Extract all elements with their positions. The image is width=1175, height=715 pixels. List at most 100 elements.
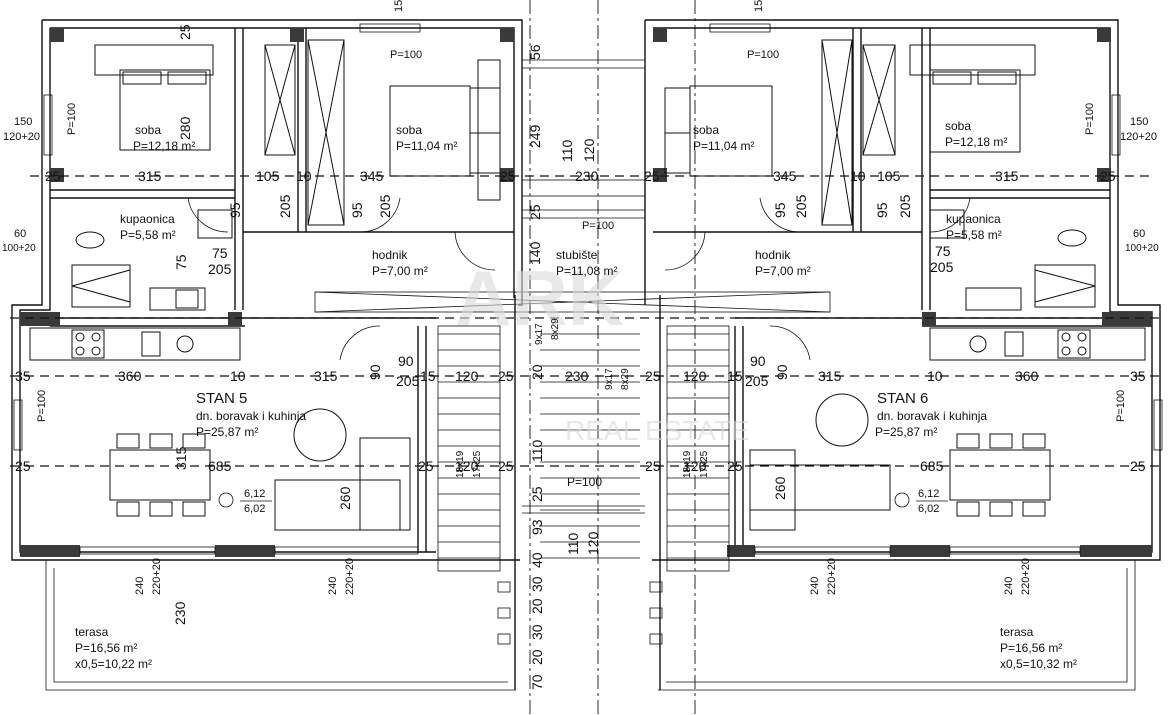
dimension: 40 <box>529 552 545 568</box>
dimension: 25 <box>418 458 434 474</box>
dimension: 345 <box>773 168 797 184</box>
window-width: 150 <box>753 0 765 12</box>
axis-lines <box>10 0 1165 715</box>
dimension: 35 <box>15 368 31 384</box>
dimension: 10 <box>927 368 943 384</box>
dimension: 315 <box>314 368 338 384</box>
dimension: 205 <box>745 373 769 389</box>
dimension: 25 <box>15 458 31 474</box>
window-height: 220+20 <box>151 558 163 595</box>
dimension: 315 <box>138 168 162 184</box>
window-mark: P=100 <box>1115 390 1127 422</box>
dimension: 25 <box>645 458 661 474</box>
dimension: 110 <box>559 139 575 162</box>
level-upper-left: 6,12 <box>244 488 265 500</box>
watermark-subtitle: REAL ESTATE <box>565 415 750 446</box>
dimension: 15 <box>420 368 436 384</box>
dimension: 260 <box>337 486 353 510</box>
dimension: 25 <box>498 458 514 474</box>
dimension: 120 <box>683 368 707 384</box>
room-area-right-bed1: P=12,18 m² <box>945 135 1007 149</box>
columns <box>20 28 1152 557</box>
dimension: 95 <box>772 202 788 218</box>
room-area-left-terrace: P=16,56 m² <box>75 641 137 655</box>
dimension: 685 <box>920 458 944 474</box>
stair-note: 17x25 <box>472 450 483 478</box>
dimension: 20 <box>529 364 545 380</box>
door-swings <box>187 197 971 361</box>
dimension: 20 <box>529 598 545 614</box>
room-area-right-terrace: P=16,56 m² <box>1000 641 1062 655</box>
dimension: 25 <box>1130 458 1146 474</box>
dimension: 25 <box>529 486 545 502</box>
room-area-left-bed1: P=12,18 m² <box>133 139 195 153</box>
dimension: 90 <box>398 353 414 369</box>
window-width: 150 <box>1130 116 1148 128</box>
room-area-left-bed2: P=11,04 m² <box>396 139 457 153</box>
window-height: 100+20 <box>2 243 36 254</box>
room-name-right-bed2: soba <box>693 123 719 137</box>
window-width: 150 <box>14 116 32 128</box>
room-name-left-living: dn. boravak i kuhinja <box>196 409 306 423</box>
window-mark: P=100 <box>747 49 779 61</box>
dimension: 15 <box>727 368 743 384</box>
dimension: 205 <box>208 261 232 277</box>
room-name-left-bed1: soba <box>135 123 161 137</box>
dimension: 205 <box>897 194 913 218</box>
room-name-left-bath: kupaonica <box>120 212 175 226</box>
stair-note: 18x19 <box>682 450 693 478</box>
dimension: 30 <box>529 576 545 592</box>
dimension-labels: 315 105 10 345 25 25 230 25 345 10 105 3… <box>15 24 1146 690</box>
dimension: 25 <box>177 24 193 40</box>
window-height: 220+20 <box>826 558 838 595</box>
dimension: 95 <box>227 202 243 218</box>
window-labels: P=100 P=100 P=100 P=100 P=100 P=100 P=10… <box>2 0 1159 595</box>
terrace-steps <box>497 581 663 645</box>
dimension: 25 <box>500 168 516 184</box>
dimension: 315 <box>173 446 189 470</box>
dimension: 75 <box>935 243 951 259</box>
dimension: 280 <box>177 116 193 140</box>
level-marks: 6,12 6,02 6,12 6,02 <box>218 488 948 515</box>
dimension: 230 <box>565 368 589 384</box>
room-name-right-bath: kupaonica <box>946 212 1001 226</box>
window-width: 150 <box>393 0 405 12</box>
stair-treads <box>438 333 729 559</box>
room-labels: soba P=12,18 m² soba P=11,04 m² soba P=1… <box>75 119 1077 671</box>
dimension: 205 <box>793 194 809 218</box>
window-height: 220+20 <box>344 558 356 595</box>
window-mark: P=100 <box>567 475 602 489</box>
level-upper-right: 6,12 <box>918 488 939 500</box>
window-width: 240 <box>1003 577 1015 595</box>
furniture <box>29 39 1146 572</box>
window-width: 60 <box>14 228 26 240</box>
dimension: 95 <box>874 202 890 218</box>
dimension: 90 <box>750 353 766 369</box>
dimension: 260 <box>772 476 788 500</box>
level-lower-right: 6,02 <box>918 503 939 515</box>
window-width: 60 <box>1133 228 1145 240</box>
dimension: 360 <box>118 368 142 384</box>
dimension: 93 <box>529 519 545 535</box>
room-area-right-hall: P=7,00 m² <box>755 264 811 278</box>
room-name-stairs: stubište <box>556 248 598 262</box>
dimension: 205 <box>277 194 293 218</box>
window-mark: P=100 <box>582 220 614 232</box>
dimension: 120 <box>455 368 479 384</box>
dimension: 230 <box>575 168 599 184</box>
stair-note: 17x25 <box>699 450 710 478</box>
dimension: 70 <box>529 674 545 690</box>
dimension: 90 <box>367 364 383 380</box>
dimension: 35 <box>1130 368 1146 384</box>
stair-note: 8x29 <box>620 368 631 390</box>
window-height: 220+20 <box>1020 558 1032 595</box>
dimension: 120 <box>585 531 601 555</box>
room-name-right-bed1: soba <box>945 119 971 133</box>
dimension: 90 <box>774 364 790 380</box>
dimension: 360 <box>1015 368 1039 384</box>
dimension: 120 <box>581 138 597 162</box>
room-half-right-terrace: x0,5=10,32 m² <box>1000 657 1077 671</box>
room-name-left-bed2: soba <box>396 123 422 137</box>
dimension: 10 <box>850 168 866 184</box>
window-width: 240 <box>809 577 821 595</box>
